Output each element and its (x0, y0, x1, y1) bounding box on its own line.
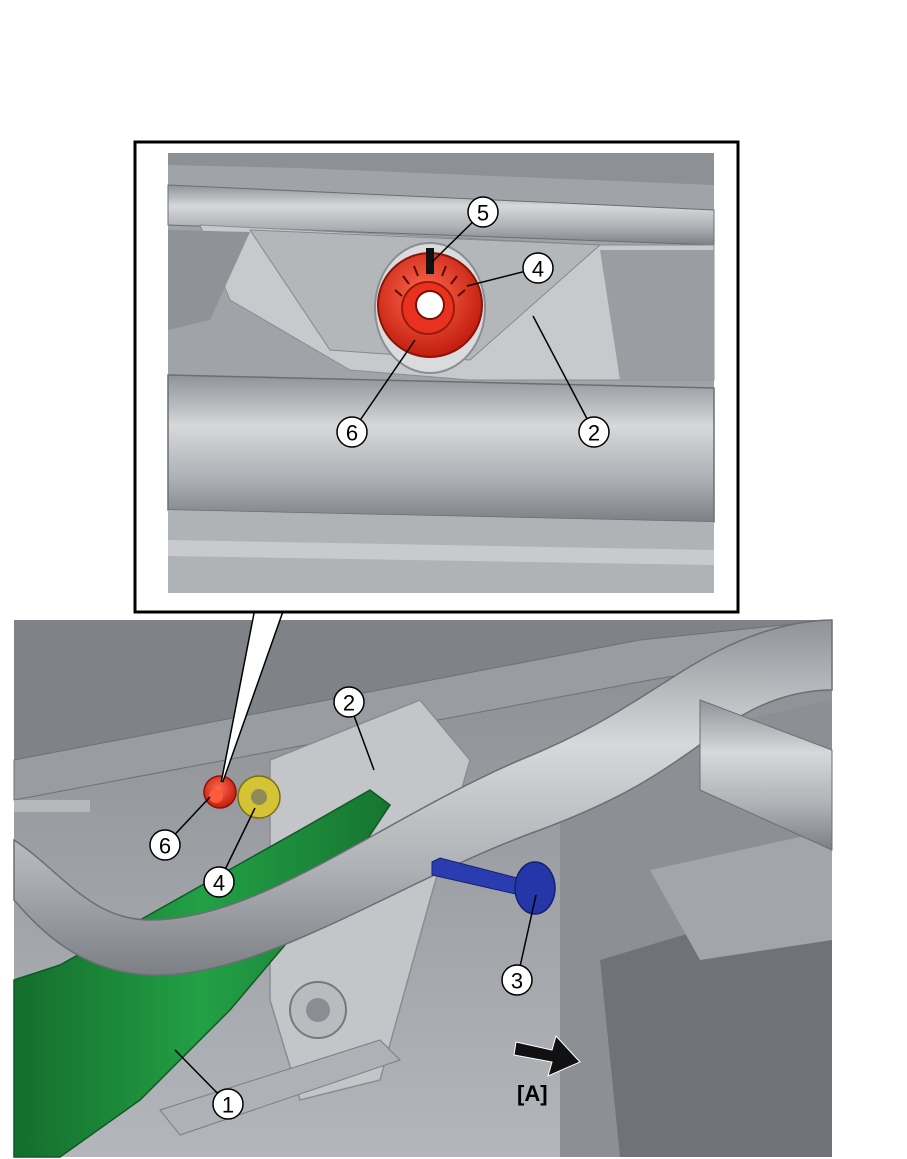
callout-inset-5: 5 (467, 196, 499, 228)
right-panel (650, 830, 832, 960)
bolt-blue (431, 857, 556, 915)
bushing-center (306, 998, 330, 1022)
inset-bottom-rail (168, 540, 714, 565)
svg-text:2: 2 (343, 691, 355, 716)
callout-main-1: 1 (212, 1088, 244, 1120)
direction-arrow-icon (513, 1035, 581, 1077)
callouts: 5 4 6 2 2 6 4 3 1 (149, 196, 610, 1120)
cam-washer-yellow (237, 775, 281, 819)
inset-view (133, 140, 740, 783)
svg-text:3: 3 (511, 969, 523, 994)
direction-label: [A] (517, 1081, 548, 1106)
inset-right-part (600, 250, 714, 380)
callout-main-4: 4 (203, 866, 235, 898)
frame-tube-right (699, 699, 833, 851)
inset-nut-red (377, 252, 483, 358)
right-lower-part (600, 900, 832, 1157)
callout-inset-6: 6 (336, 416, 368, 448)
inset-index-mark (426, 248, 434, 274)
inset-leader-fill (222, 612, 282, 782)
svg-text:2: 2 (588, 421, 600, 446)
main-view: [A] (13, 619, 833, 1158)
svg-text:4: 4 (213, 871, 225, 896)
inset-main-tube (167, 374, 715, 523)
callout-main-6: 6 (149, 829, 181, 861)
inset-top-band (168, 153, 714, 185)
svg-text:1: 1 (222, 1093, 234, 1118)
curved-tube (13, 619, 833, 976)
inset-scale-marks (394, 265, 466, 297)
callout-inset-4: 4 (522, 252, 554, 284)
svg-text:4: 4 (532, 257, 544, 282)
svg-text:5: 5 (477, 201, 489, 226)
nut-red (203, 775, 237, 809)
inset-left-part (168, 230, 250, 330)
svg-text:6: 6 (346, 421, 358, 446)
callout-main-3: 3 (501, 964, 533, 996)
callout-inset-2: 2 (578, 416, 610, 448)
callout-main-2: 2 (333, 686, 365, 718)
left-hose (14, 800, 90, 812)
svg-text:6: 6 (159, 834, 171, 859)
